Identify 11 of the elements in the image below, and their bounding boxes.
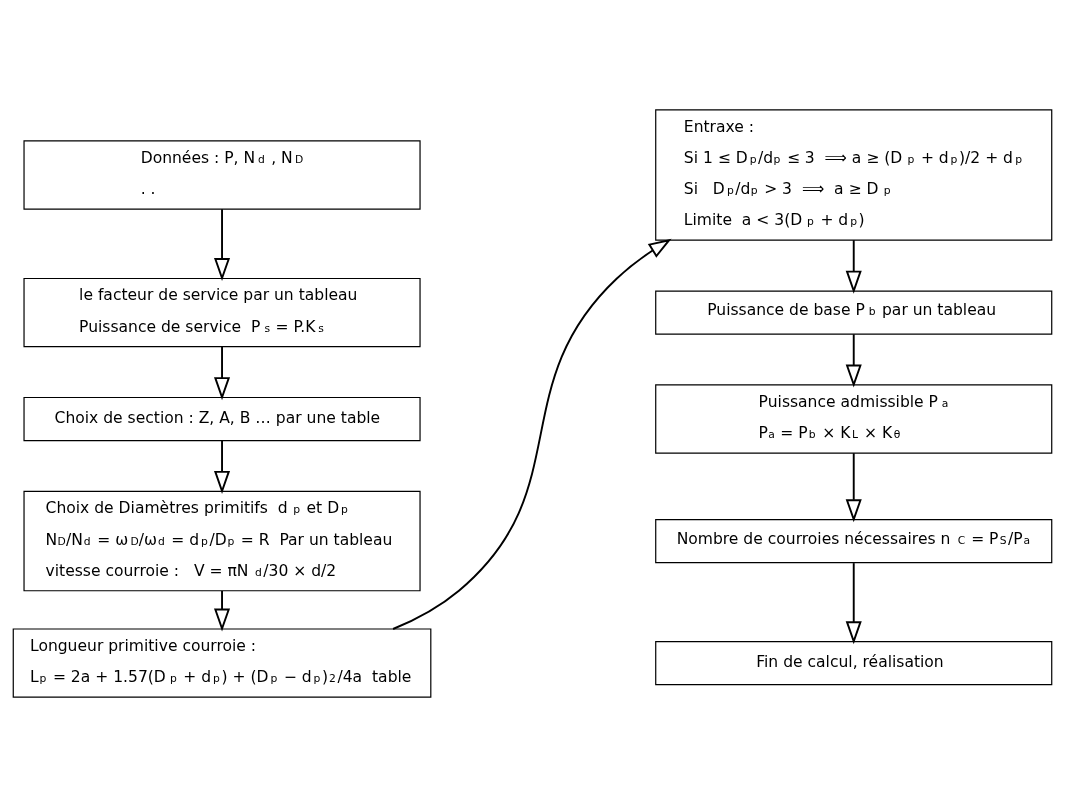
arrow: [214, 589, 231, 632]
arrow: [392, 238, 672, 630]
arrow: [214, 439, 231, 494]
arrow: [845, 332, 862, 388]
node-box: Fin de calcul, réalisation: [655, 640, 1053, 685]
arrow: [845, 238, 862, 294]
arrow: [845, 561, 862, 644]
arrow: [845, 451, 862, 522]
node-box: Choix de section : Z, A, B … par une table: [23, 396, 421, 441]
arrow: [214, 345, 231, 400]
arrow: [214, 207, 231, 281]
